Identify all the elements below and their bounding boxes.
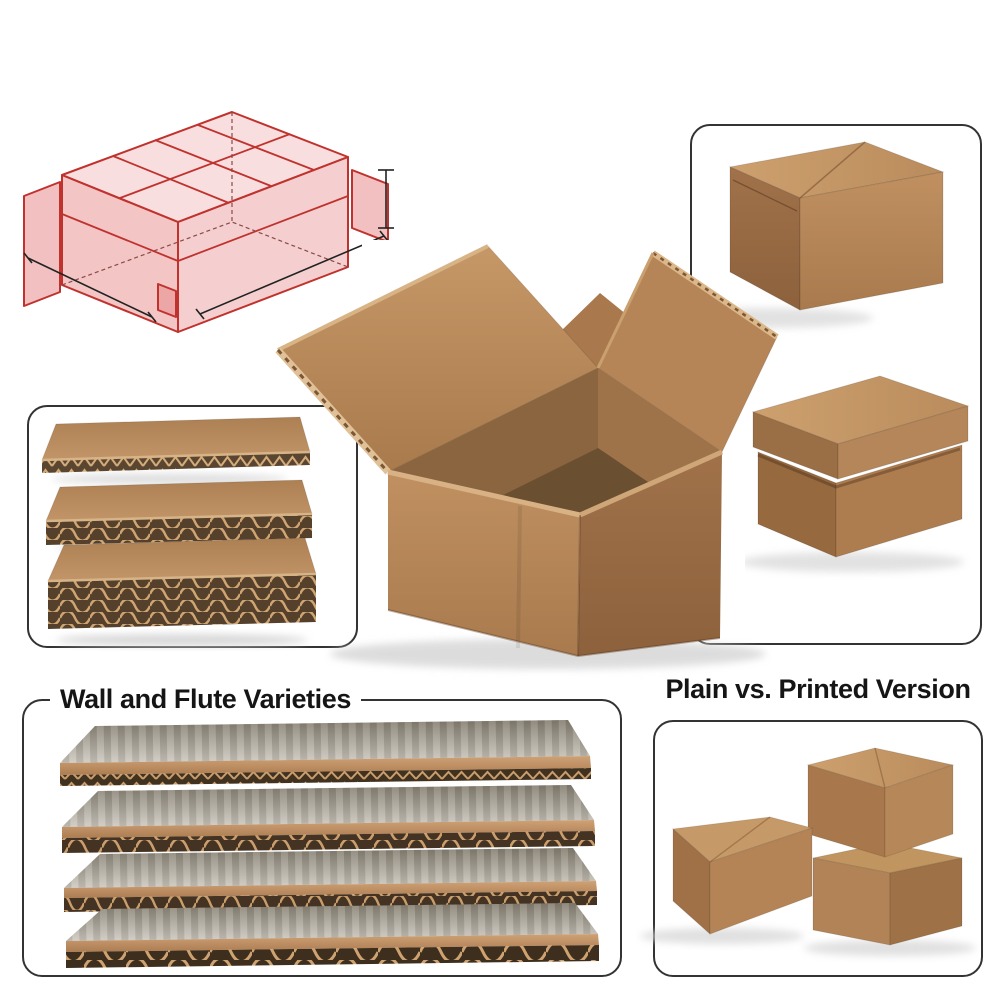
- panel-corrugated-stack: [27, 405, 358, 648]
- plain-boxes-photo: [640, 747, 976, 956]
- right-wing-flap: [596, 250, 779, 453]
- lidded-box: [751, 375, 970, 558]
- dieline-diagram: [23, 111, 394, 333]
- corrugated-stack-photo: [41, 416, 317, 646]
- stacked-bottom-box: [812, 842, 963, 946]
- flute-board-xlarge: [66, 903, 599, 968]
- flute-boards-photo: [60, 720, 599, 968]
- dieline-dimension-lines: [23, 169, 394, 323]
- dieline-front-flap: [157, 283, 177, 318]
- single-wall-sheet: [41, 416, 311, 473]
- left-wing-flap: [275, 244, 599, 475]
- box-views-photo: [663, 141, 970, 572]
- multi-wall-sheet: [47, 537, 317, 629]
- dieline-hidden-edges: [61, 112, 349, 286]
- panel-wall-flute: Wall and Flute Varieties: [22, 684, 622, 977]
- single-plain-box: [671, 816, 814, 936]
- flute-board-large: [62, 785, 595, 853]
- plain-printed-title: Plain vs. Printed Version: [665, 674, 971, 704]
- closed-box: [728, 141, 945, 311]
- panel-plain-printed: [653, 720, 983, 977]
- flute-board-medium: [64, 848, 597, 912]
- flute-board-fine: [60, 720, 591, 786]
- box-walls: [387, 449, 724, 658]
- dieline-right-wall: [177, 156, 349, 333]
- stacked-top-box: [806, 747, 955, 858]
- wall-flute-title: Wall and Flute Varieties: [50, 684, 361, 714]
- double-wall-sheet: [45, 479, 313, 545]
- dieline-left-flap: [23, 181, 61, 307]
